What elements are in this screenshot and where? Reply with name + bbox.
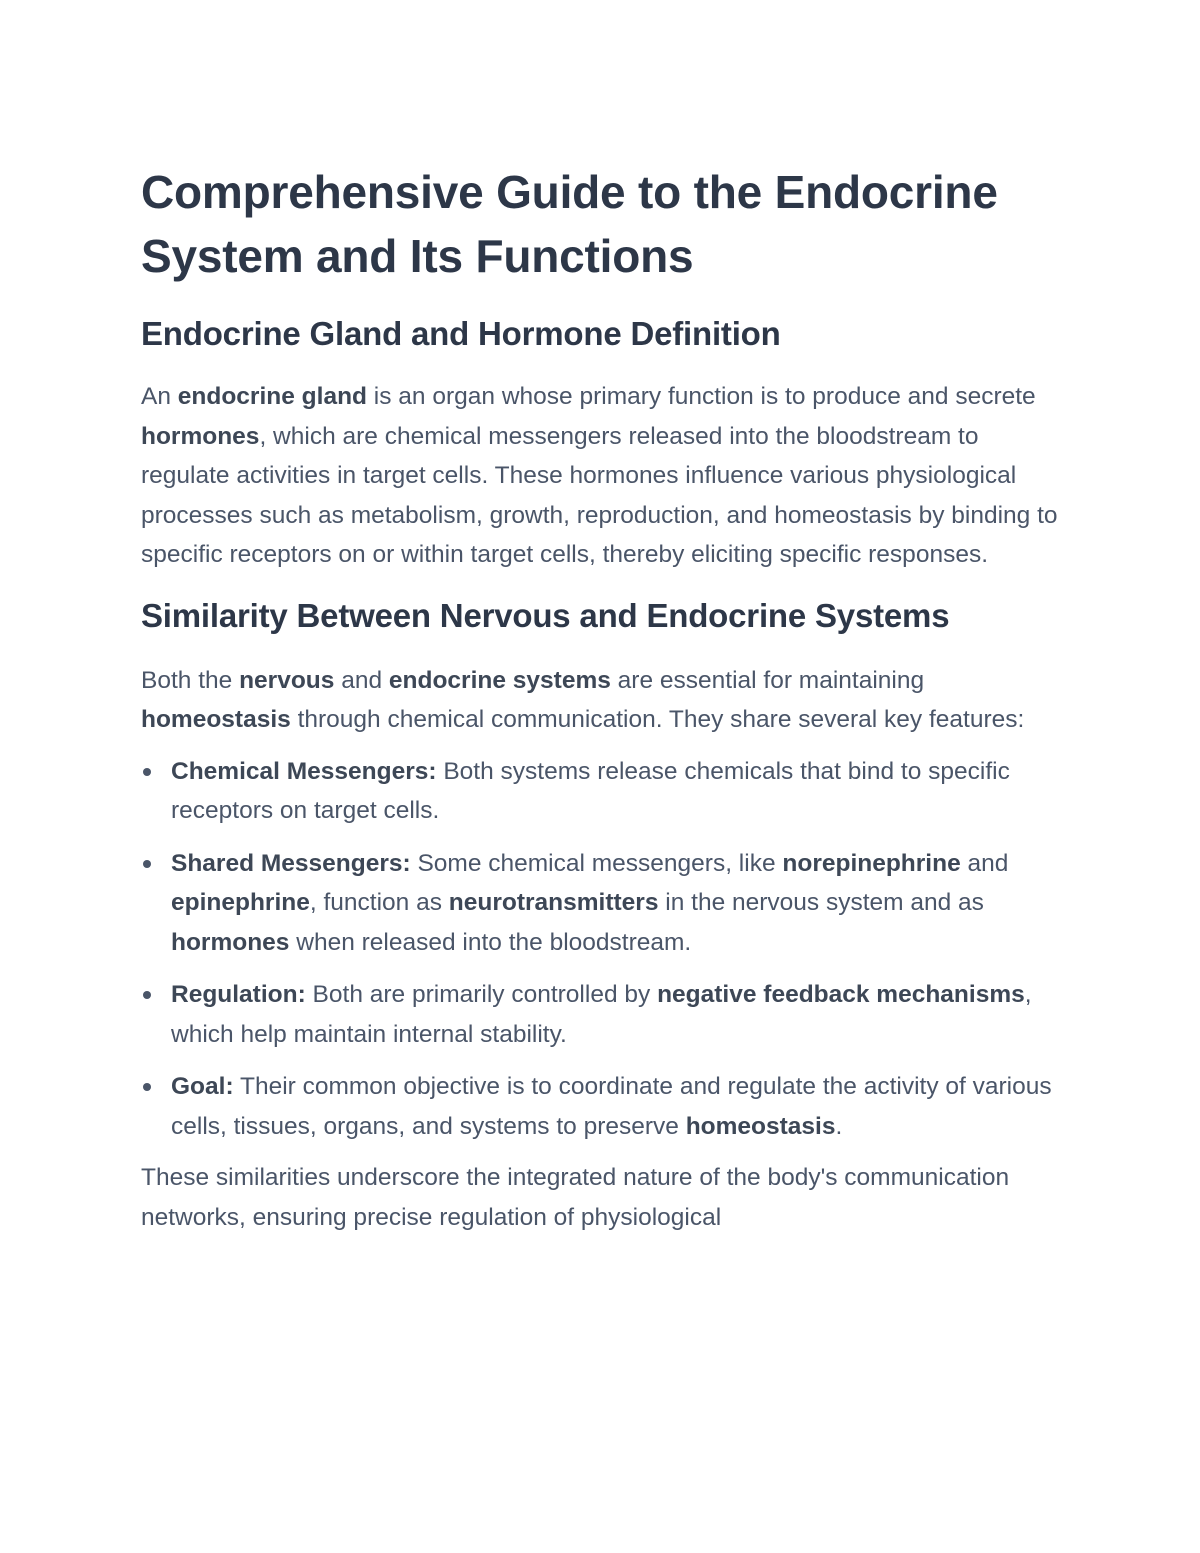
list-item-shared-messengers: Shared Messengers: Some chemical messeng… [141, 844, 1061, 963]
term-norepinephrine: norepinephrine [782, 849, 961, 877]
text-run: , function as [309, 889, 449, 916]
text-run: . [835, 1112, 843, 1140]
text-run: Their common objective is to coordinate … [171, 1073, 1052, 1140]
document-page: Comprehensive Guide to the Endocrine Sys… [141, 160, 1061, 1237]
section-heading-definition: Endocrine Gland and Hormone Definition [141, 315, 781, 352]
list-item-goal: Goal: Their common objective is to coord… [141, 1067, 1061, 1146]
term-neurotransmitters: neurotransmitters [448, 889, 659, 916]
list-item-chemical-messengers: Chemical Messengers: Both systems releas… [141, 752, 1061, 831]
similarity-intro-paragraph: Both the nervous and endocrine systems a… [141, 661, 1061, 740]
section-similarity: Similarity Between Nervous and Endocrine… [141, 587, 1061, 1238]
text-run: , which help maintain internal stability… [171, 981, 1032, 1048]
features-list: Chemical Messengers: Both systems releas… [141, 752, 1061, 1147]
section-heading-similarity: Similarity Between Nervous and Endocrine… [141, 596, 950, 634]
section-definition: Endocrine Gland and Hormone Definition A… [141, 306, 1061, 575]
list-item-label: Regulation: [171, 981, 306, 1008]
bullet-icon [143, 767, 151, 776]
text-run: and [960, 849, 1009, 877]
list-item-regulation: Regulation: Both are primarily controlle… [141, 975, 1061, 1054]
text-run: is an organ whose primary function is to… [367, 383, 1036, 410]
list-item-label: Shared Messengers: [171, 849, 411, 877]
text-run: Both are primarily controlled by [305, 981, 658, 1008]
term-homeostasis: homeostasis [141, 706, 291, 733]
term-epinephrine: epinephrine [171, 889, 310, 916]
text-run: Both systems release chemicals that bind… [171, 757, 1010, 825]
bullet-icon [143, 859, 151, 868]
closing-paragraph: These similarities underscore the integr… [141, 1164, 1010, 1231]
definition-paragraph: An endocrine gland is an organ whose pri… [141, 377, 1061, 575]
bullet-icon [143, 1083, 151, 1091]
list-item-label: Goal: [171, 1073, 234, 1100]
text-run: are essential for maintaining [610, 666, 925, 694]
text-run: Some chemical messengers, like [410, 849, 783, 877]
list-item-label: Chemical Messengers: [171, 757, 437, 785]
text-run: when released into the bloodstream. [289, 928, 692, 956]
term-endocrine-systems: endocrine systems [388, 666, 611, 694]
text-run: and [334, 666, 389, 694]
term-hormones: hormones [171, 928, 290, 956]
document-title: Comprehensive Guide to the Endocrine Sys… [141, 166, 998, 282]
text-run: An [141, 383, 178, 410]
term-endocrine-gland: endocrine gland [177, 383, 367, 410]
text-run: in the nervous system and as [658, 889, 984, 916]
term-negative-feedback: negative feedback mechanisms [657, 981, 1025, 1008]
text-run: through chemical communication. They sha… [290, 706, 1025, 733]
term-hormones: hormones [141, 422, 260, 450]
text-run: , which are chemical messengers released… [141, 422, 1058, 569]
term-homeostasis: homeostasis [685, 1112, 836, 1140]
bullet-icon [143, 991, 151, 999]
text-run: Both the [141, 666, 240, 694]
term-nervous: nervous [239, 666, 335, 694]
